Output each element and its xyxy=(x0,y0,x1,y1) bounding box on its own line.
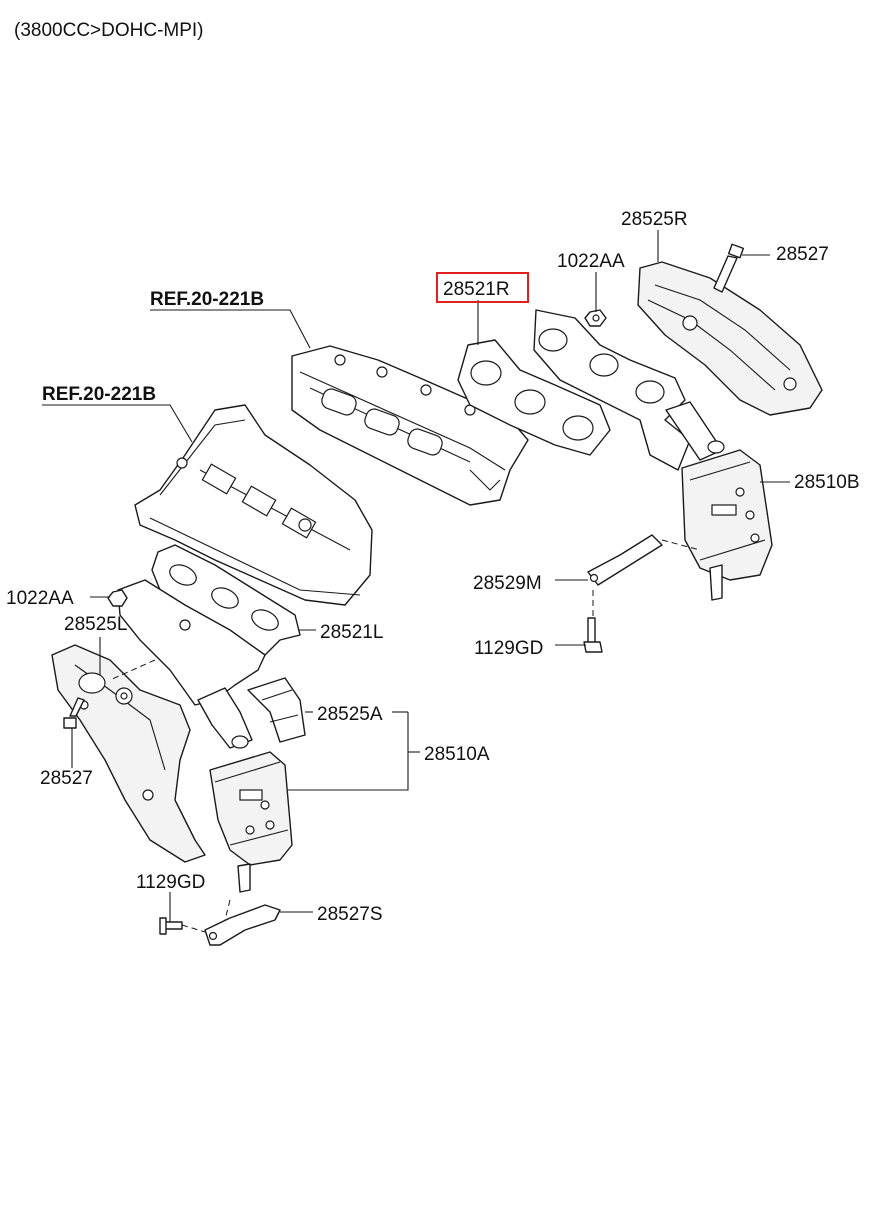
label-catalyst-left[interactable]: 28510A xyxy=(424,744,490,765)
catalytic-converter-right xyxy=(665,401,773,601)
label-catalyst-right[interactable]: 28510B xyxy=(794,472,860,493)
cylinder-head-left xyxy=(134,404,373,606)
label-heat-shield-right[interactable]: 28525R xyxy=(621,209,688,230)
leader-lines xyxy=(42,230,790,922)
label-gasket-right[interactable]: 28521R xyxy=(443,279,510,300)
gasket-left xyxy=(151,544,301,656)
ref-label-lower[interactable]: REF.20-221B xyxy=(42,384,156,405)
label-heat-shield-left[interactable]: 28525L xyxy=(64,614,127,635)
label-nut-right[interactable]: 1022AA xyxy=(557,251,625,272)
bolt-right xyxy=(713,243,745,293)
ref-label-upper[interactable]: REF.20-221B xyxy=(150,289,264,310)
bolt-gd-left xyxy=(159,917,183,935)
nut-left xyxy=(107,589,128,607)
label-catalyst-shield-left[interactable]: 28525A xyxy=(317,704,383,725)
stay-left xyxy=(204,904,281,946)
exhaust-manifold-left xyxy=(117,579,266,706)
engine-spec-title: (3800CC>DOHC-MPI) xyxy=(14,20,204,41)
catalytic-converter-left xyxy=(197,687,293,893)
nut-right xyxy=(584,309,607,327)
gasket-right xyxy=(457,339,611,456)
label-bolt-right[interactable]: 28527 xyxy=(776,244,829,265)
label-nut-left[interactable]: 1022AA xyxy=(6,588,74,609)
highlight-box xyxy=(436,272,529,303)
bolt-left xyxy=(63,697,85,729)
catalyst-shield-left xyxy=(247,677,306,743)
label-bolt-left[interactable]: 28527 xyxy=(40,768,93,789)
label-bracket-right[interactable]: 28529M xyxy=(473,573,542,594)
label-gasket-left[interactable]: 28521L xyxy=(320,622,383,643)
exhaust-manifold-right xyxy=(533,309,691,471)
label-bolt-gd-left[interactable]: 1129GD xyxy=(136,872,205,893)
cylinder-head-right xyxy=(291,345,529,506)
heat-shield-left xyxy=(51,644,206,863)
label-bolt-gd-right[interactable]: 1129GD xyxy=(474,638,543,659)
bolt-gd-right xyxy=(583,617,603,653)
bracket-right xyxy=(587,534,663,586)
label-stay-left[interactable]: 28527S xyxy=(317,904,383,925)
heat-shield-right xyxy=(637,261,823,416)
